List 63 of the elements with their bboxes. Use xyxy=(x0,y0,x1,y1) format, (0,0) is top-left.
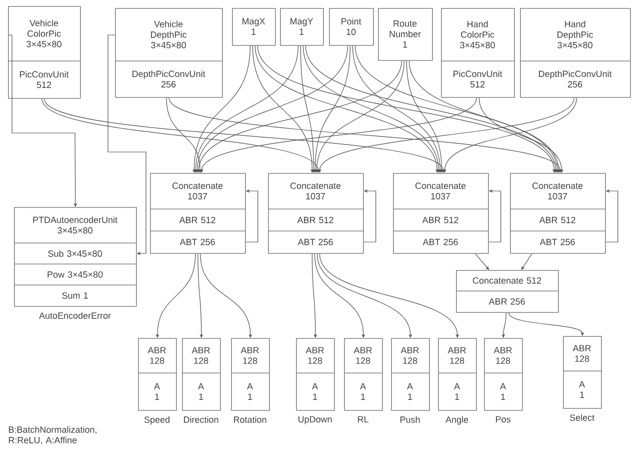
arrow xyxy=(108,34,146,256)
layer-box: ABR 128 A 1 xyxy=(138,338,177,411)
node-label: Sum 1 xyxy=(62,292,88,299)
layer-box: MagX 1 xyxy=(232,8,276,46)
arrow xyxy=(305,46,558,173)
output-label: Speed xyxy=(144,416,170,425)
layer-box: ABR 128 A 1 xyxy=(484,338,523,411)
arrow xyxy=(354,46,559,173)
arrow xyxy=(508,312,584,336)
layer-box: ABR 128 A 1 xyxy=(390,338,430,411)
output-label: Rotation xyxy=(234,416,266,423)
layer-box: ABR 128 A 1 xyxy=(182,338,221,411)
node-label: PTDAutoencoderUnit 3×45×80 xyxy=(33,216,118,234)
output-label: Pos xyxy=(496,416,510,422)
output-label: Angle xyxy=(446,416,468,425)
layer-box: Concatenate 1037 ABR 512 ABT 256 xyxy=(150,173,246,254)
layer-box: ABR 128 A 1 xyxy=(230,338,270,411)
output-label: AutoEncoderError xyxy=(39,312,111,319)
layer-box: ABR 128 A 1 xyxy=(562,336,602,409)
layer-box: Route Number 1 xyxy=(378,8,433,61)
arrow xyxy=(521,254,532,270)
output-label: Push xyxy=(400,416,420,423)
arrow xyxy=(478,98,564,173)
arrow xyxy=(42,98,320,173)
arrow xyxy=(257,46,556,173)
layer-box: Concatenate 512 ABR 256 xyxy=(456,270,559,313)
output-label: RL xyxy=(358,416,368,422)
arrow xyxy=(44,98,445,173)
arrow xyxy=(198,254,204,338)
layer-box: Hand ColorPic 3×45×80 PicConvUnit 512 xyxy=(440,8,515,98)
arrow xyxy=(168,98,562,173)
arrow xyxy=(8,34,78,207)
layer-box: ABR 128 A 1 xyxy=(438,338,477,411)
arrow xyxy=(200,254,252,338)
arrow xyxy=(319,254,460,338)
arrow xyxy=(302,46,440,173)
arrow xyxy=(312,254,318,338)
node-label: Pow 3×45×80 xyxy=(48,271,103,278)
layer-box: Vehicle DepthPic 3×45×80 DepthPicConvUnit 256 xyxy=(114,8,223,98)
layer-box: ABR 128 A 1 xyxy=(344,338,383,411)
output-label: UpDown xyxy=(298,416,332,424)
arrow xyxy=(316,254,412,338)
note: B:BatchNormalization, R:ReLU, A:Affine xyxy=(8,426,96,444)
arrow xyxy=(166,98,202,173)
layer-box: MagY 1 xyxy=(280,8,324,46)
layer-box: ABR 128 A 1 xyxy=(296,338,335,411)
layer-box: PTDAutoencoderUnit 3×45×80 Sub 3×45×80 Pow 3×45×80 Sum 1 xyxy=(14,207,137,307)
layer-box: Concatenate 1037 ABR 512 ABT 256 xyxy=(268,173,364,254)
layer-box: Concatenate 1037 ABR 512 ABT 256 xyxy=(510,173,606,254)
layer-box: Hand DepthPic 3×45×80 DepthPicConvUnit 256 xyxy=(520,8,631,98)
arrow xyxy=(352,46,442,173)
arrow xyxy=(406,60,444,173)
arrow xyxy=(252,46,314,173)
arrow xyxy=(314,254,366,338)
layer-box: Concatenate 1037 ABR 512 ABT 256 xyxy=(392,173,489,254)
node-label: Sub 3×45×80 xyxy=(48,250,102,257)
layer-box: Point 10 xyxy=(329,8,374,46)
arrow xyxy=(408,60,560,173)
arrow xyxy=(300,46,316,173)
arrow xyxy=(254,46,439,173)
output-label: Direction xyxy=(184,416,218,423)
output-label: Select xyxy=(570,414,594,421)
layer-box: Vehicle ColorPic 3×45×80 PicConvUnit 512 xyxy=(8,6,81,99)
